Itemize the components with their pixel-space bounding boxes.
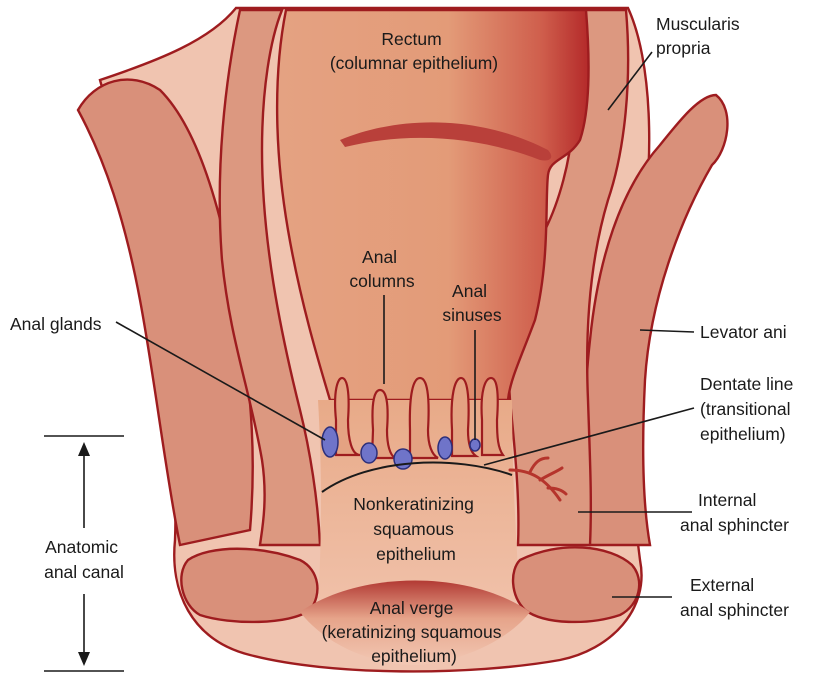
- external-sphincter-right: [513, 547, 639, 622]
- anal-gland: [438, 437, 452, 459]
- label-external-sphincter: External anal sphincter: [680, 575, 789, 620]
- label-anatomic-canal: Anatomic anal canal: [44, 537, 124, 582]
- anal-gland: [322, 427, 338, 457]
- label-anal-glands: Anal glands: [10, 314, 102, 334]
- anal-gland: [361, 443, 377, 463]
- label-levator-ani: Levator ani: [700, 322, 787, 342]
- label-muscularis-propria: Muscularis propria: [656, 14, 745, 58]
- label-dentate-line: Dentate line (transitional epithelium): [700, 374, 798, 444]
- external-sphincter-left: [181, 549, 317, 622]
- anal-gland: [470, 439, 480, 451]
- label-internal-sphincter: Internal anal sphincter: [680, 490, 789, 535]
